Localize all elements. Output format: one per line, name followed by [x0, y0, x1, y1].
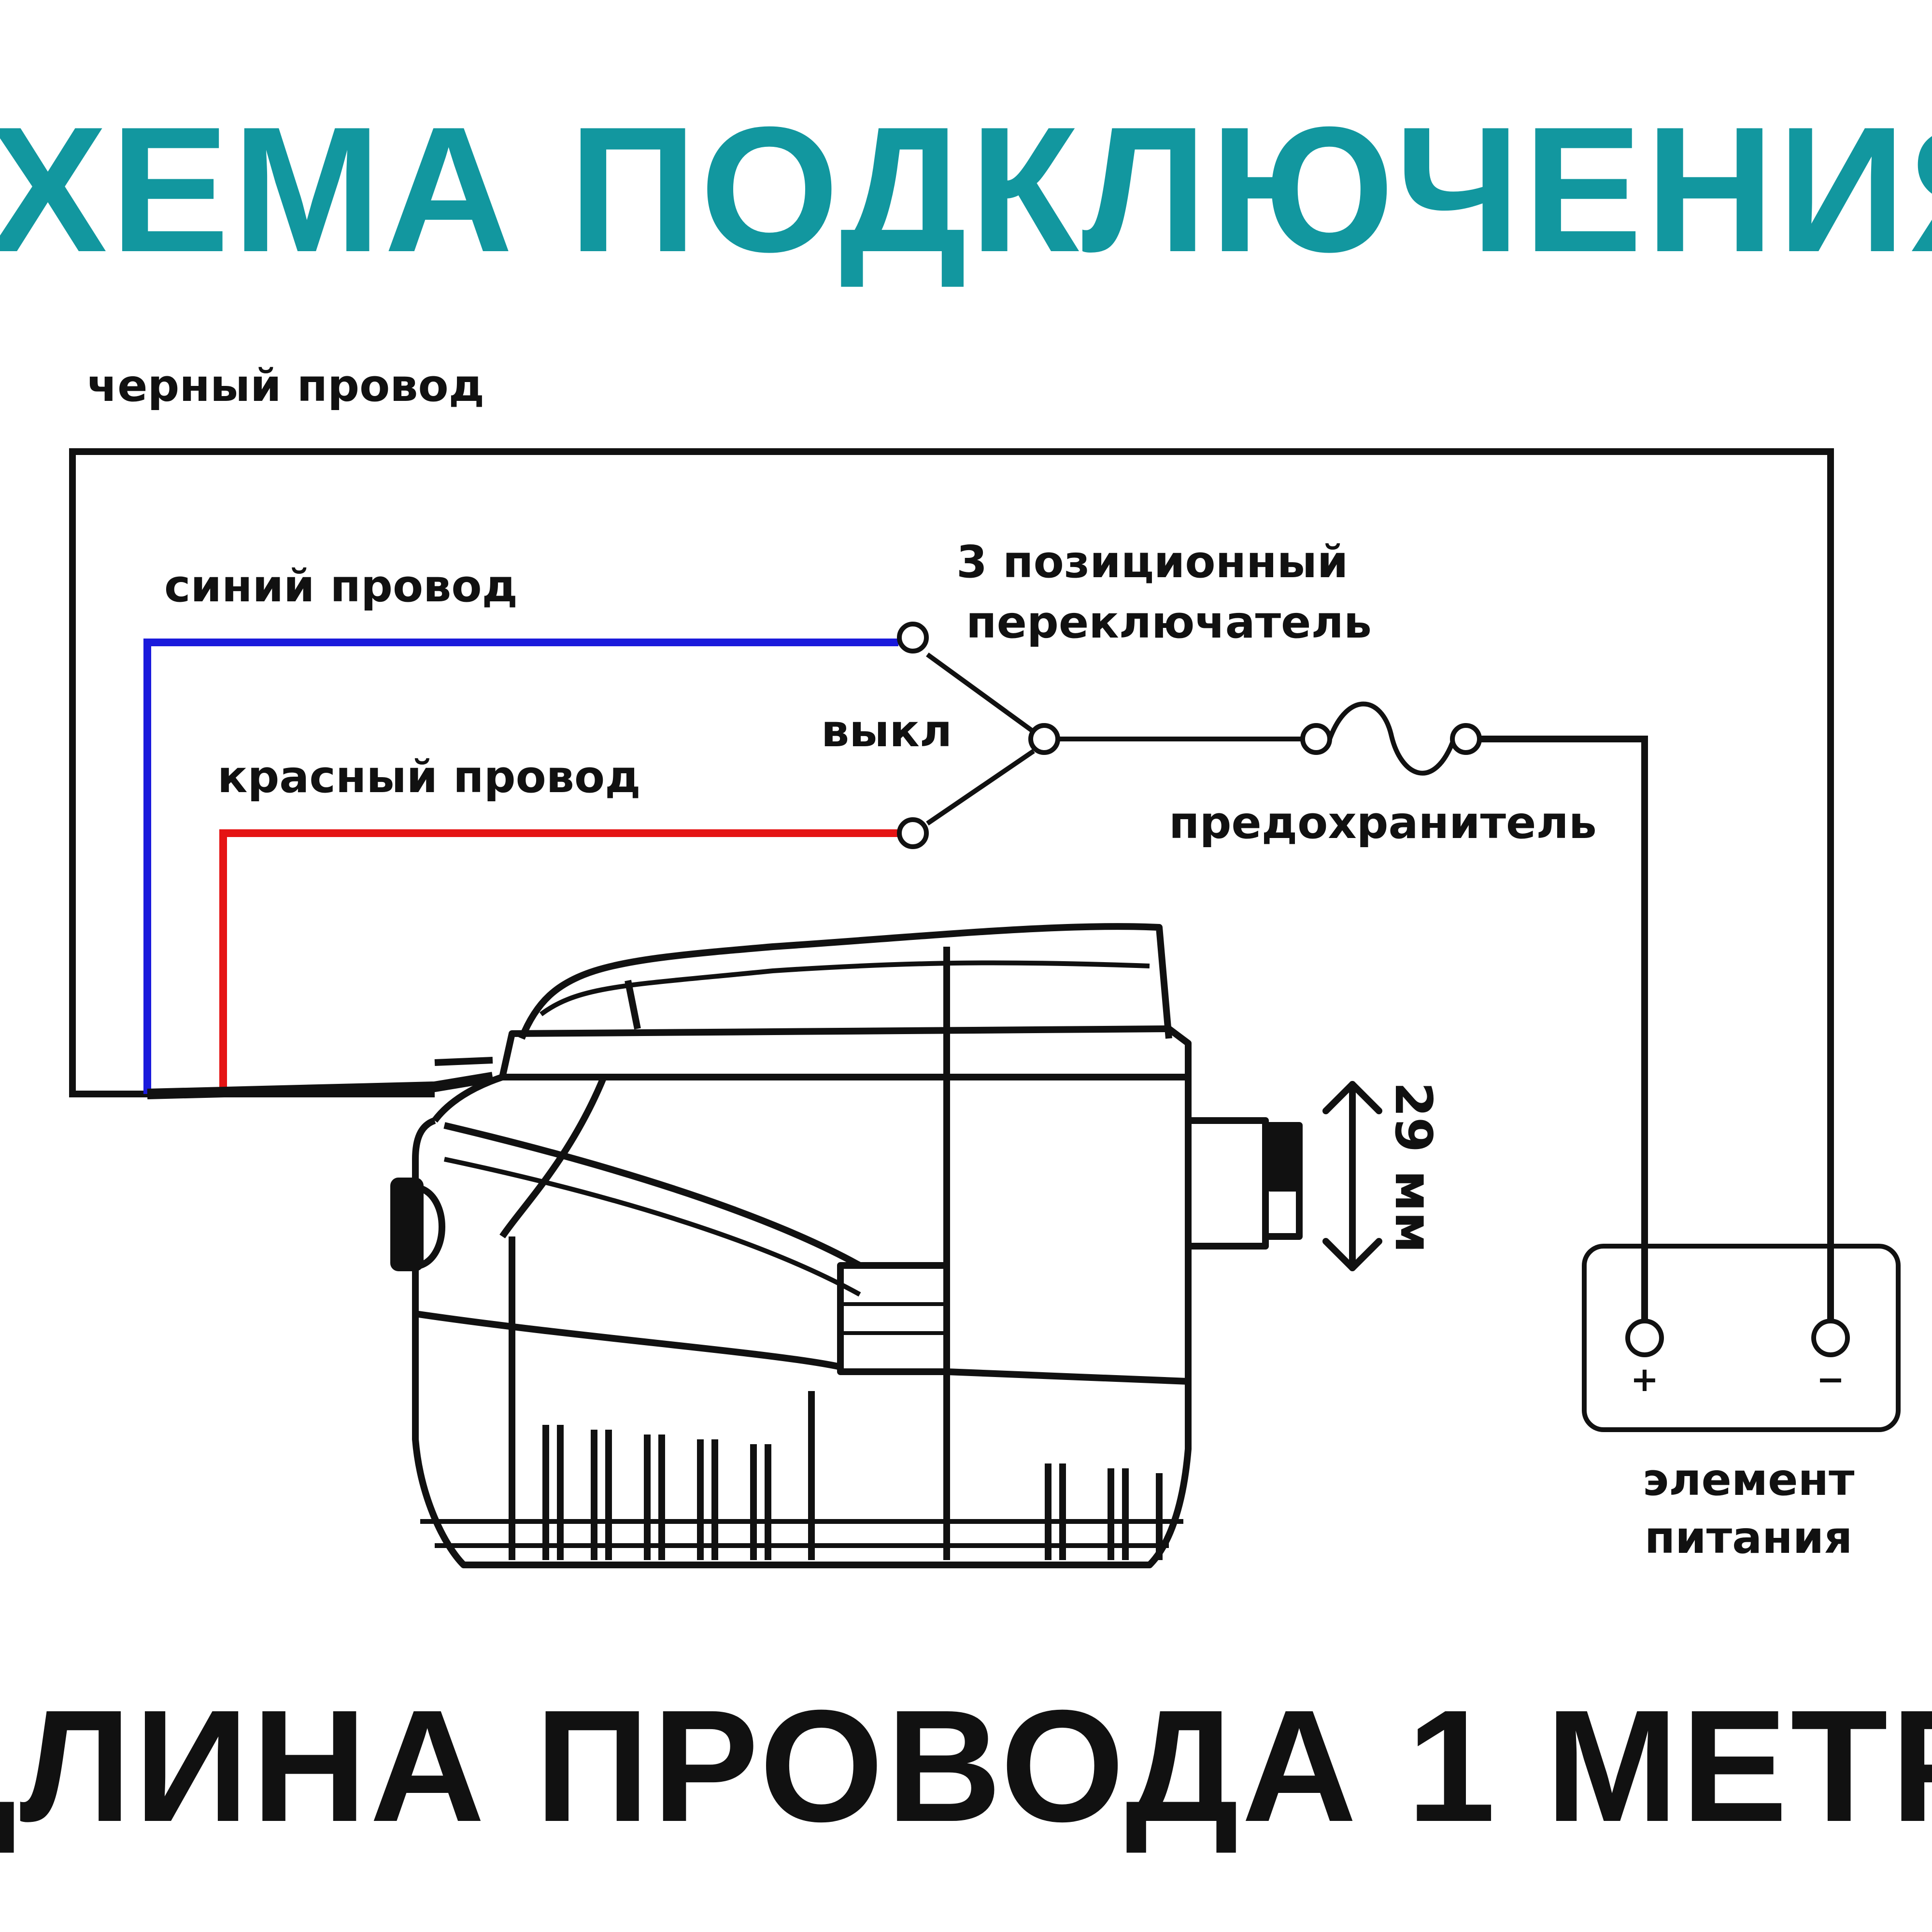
fuse-label: предохранитель [1169, 797, 1597, 849]
plus-sign: + [1631, 1360, 1659, 1399]
black-wire-label: черный провод [87, 360, 484, 412]
battery-label-line1: элемент [1643, 1454, 1855, 1506]
blue-wire [143, 639, 898, 1094]
diagram-title: СХЕМА ПОДКЛЮЧЕНИЯ [0, 90, 1932, 289]
fuse-to-battery-wire [1479, 736, 1648, 1321]
switch-terminal-red [897, 817, 929, 849]
battery-terminal-plus [1625, 1319, 1664, 1357]
dimension-arrow [1322, 1081, 1382, 1271]
switch-terminal-common [1028, 723, 1060, 755]
red-wire [219, 829, 898, 1094]
battery-label-line2: питания [1645, 1512, 1853, 1563]
dimension-label: 29 мм [1384, 1082, 1443, 1253]
battery: + − [1582, 1244, 1901, 1432]
minus-sign: − [1817, 1360, 1845, 1399]
blue-wire-label: синий провод [164, 560, 518, 612]
switch-label-line2: переключатель [966, 597, 1372, 648]
three-position-switch [897, 622, 1060, 849]
bilge-pump [147, 923, 1303, 1568]
wire-length-caption: ДЛИНА ПРОВОДА 1 МЕТР [0, 1676, 1932, 1855]
switch-terminal-blue [897, 622, 929, 653]
off-position-label: выкл [821, 705, 952, 757]
switch-label-line1: 3 позиционный [956, 536, 1348, 588]
red-wire-label: красный провод [217, 751, 641, 803]
fuse-symbol [1300, 701, 1482, 776]
battery-terminal-minus [1811, 1319, 1850, 1357]
